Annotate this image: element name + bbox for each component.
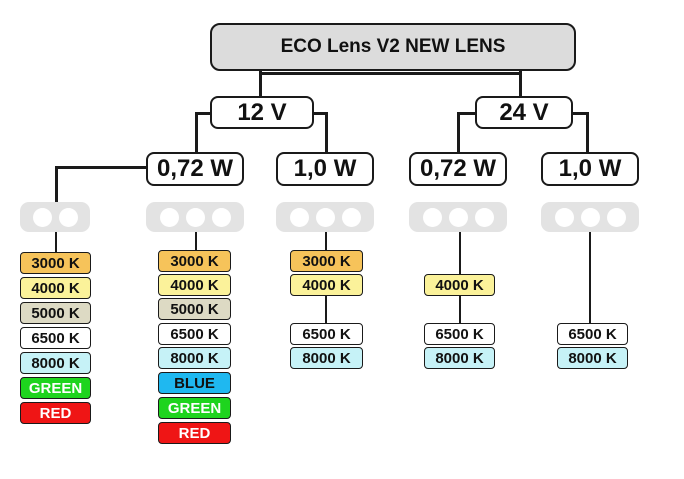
led-strip-3: [276, 202, 374, 232]
color-option-chip: 8000 K: [20, 352, 91, 374]
color-option-chip: 4000 K: [290, 274, 363, 296]
connector-bracket: [259, 72, 522, 75]
color-option-chip: 3000 K: [20, 252, 91, 274]
connector-strip-to-chips: [325, 232, 327, 252]
connector-12v-right: [325, 112, 328, 152]
led-dot: [606, 207, 626, 227]
color-option-chip: 6500 K: [20, 327, 91, 349]
color-option-chip: GREEN: [158, 397, 231, 419]
led-dot: [185, 207, 205, 227]
color-option-chip: 3000 K: [290, 250, 363, 272]
color-option-chip: 6500 K: [290, 323, 363, 345]
connector-title-down: [259, 68, 262, 96]
led-strip-3: [541, 202, 639, 232]
color-option-chip: 4000 K: [20, 277, 91, 299]
connector-strip-to-chips: [195, 232, 197, 252]
led-dot: [448, 207, 468, 227]
color-option-chip: 6500 K: [158, 323, 231, 345]
led-dot: [289, 207, 309, 227]
connector-left-branch: [55, 166, 148, 169]
color-option-chip: 3000 K: [158, 250, 231, 272]
connector-4000k-to-6500k: [325, 296, 327, 324]
connector-12v-left: [195, 112, 198, 152]
color-option-chip: 4000 K: [158, 274, 231, 296]
connector-title-down: [519, 68, 522, 96]
led-strip-3: [409, 202, 507, 232]
color-option-chip: BLUE: [158, 372, 231, 394]
led-dot: [159, 207, 179, 227]
wattage-12v-10w-box: 1,0 W: [276, 152, 374, 186]
connector-24v-right: [571, 112, 589, 115]
led-dot: [474, 207, 494, 227]
connector-12v-right: [312, 112, 328, 115]
led-dot: [315, 207, 335, 227]
led-dot: [58, 207, 78, 227]
connector-24v-left: [457, 112, 460, 152]
connector-24v-right: [586, 112, 589, 152]
connector-12v-left: [195, 112, 213, 115]
led-dot: [341, 207, 361, 227]
color-option-chip: 8000 K: [557, 347, 628, 369]
color-option-chip: 5000 K: [158, 298, 231, 320]
led-strip-2: [20, 202, 90, 232]
connector-strip-to-chips: [55, 232, 57, 252]
led-dot: [554, 207, 574, 227]
color-option-chip: RED: [20, 402, 91, 424]
wattage-12v-072w-box: 0,72 W: [146, 152, 244, 186]
connector-left-branch: [55, 166, 58, 202]
color-option-chip: 6500 K: [424, 323, 495, 345]
color-option-chip: 8000 K: [424, 347, 495, 369]
led-strip-3: [146, 202, 244, 232]
color-option-chip: 4000 K: [424, 274, 495, 296]
color-option-chip: 6500 K: [557, 323, 628, 345]
page-title: ECO Lens V2 NEW LENS: [210, 23, 576, 71]
color-option-chip: RED: [158, 422, 231, 444]
voltage-12v-box: 12 V: [210, 96, 314, 129]
led-dot: [580, 207, 600, 227]
color-option-chip: 8000 K: [290, 347, 363, 369]
color-option-chip: 8000 K: [158, 347, 231, 369]
voltage-24v-box: 24 V: [475, 96, 573, 129]
wattage-24v-10w-box: 1,0 W: [541, 152, 639, 186]
led-dot: [211, 207, 231, 227]
color-option-chip: GREEN: [20, 377, 91, 399]
connector-strip-to-chips: [589, 232, 591, 326]
connector-24v-left: [457, 112, 477, 115]
led-dot: [422, 207, 442, 227]
wattage-24v-072w-box: 0,72 W: [409, 152, 507, 186]
color-option-chip: 5000 K: [20, 302, 91, 324]
led-dot: [32, 207, 52, 227]
